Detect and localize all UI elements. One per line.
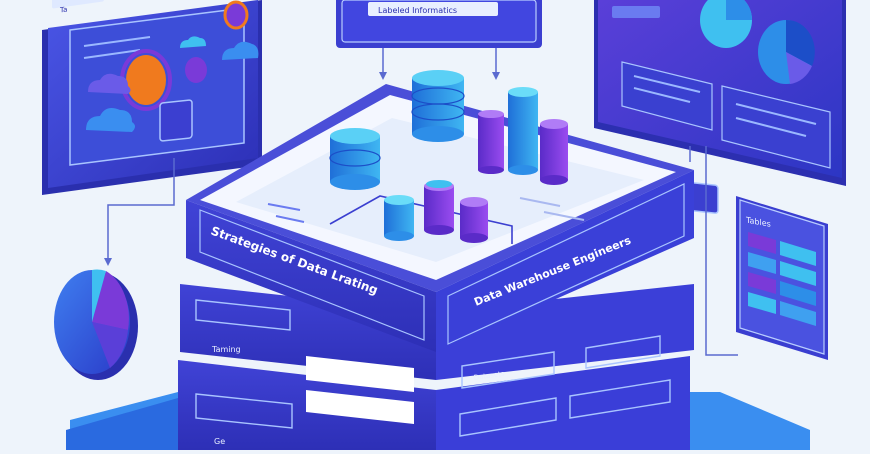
cloud-icon-2 bbox=[88, 73, 131, 94]
input-field-white bbox=[306, 390, 414, 424]
cloud-icon bbox=[86, 108, 135, 132]
small-badge-icon bbox=[223, 0, 249, 30]
cloud-icon-3 bbox=[222, 41, 259, 60]
purple-circle-icon bbox=[185, 57, 207, 83]
top-left-dashboard-panel: Ta bbox=[42, 0, 262, 195]
table-rows bbox=[748, 232, 816, 326]
left-panel-tab-text: Ta bbox=[59, 5, 67, 15]
purple-bar-small bbox=[424, 181, 454, 235]
bottom-left-label: Ge bbox=[214, 437, 225, 446]
database-icon bbox=[329, 128, 381, 190]
left-pie-disc bbox=[54, 269, 138, 380]
top-center-banner: Labeled Informatics bbox=[336, 0, 542, 80]
connector-left bbox=[104, 99, 193, 266]
purple-bar-small-2 bbox=[460, 197, 488, 243]
blue-bar bbox=[508, 87, 538, 175]
orange-circle-icon bbox=[126, 55, 166, 105]
input-field-white-2 bbox=[306, 356, 414, 392]
top-right-dashboard-panel bbox=[594, 0, 846, 186]
database-icon-2 bbox=[411, 70, 465, 142]
cloud-icon-4 bbox=[180, 36, 206, 48]
left-panel-tab bbox=[52, 0, 104, 9]
purple-bar bbox=[478, 110, 504, 174]
layer-label-left: Taming bbox=[211, 345, 241, 354]
blue-bar-small bbox=[384, 195, 414, 241]
database-cylinders bbox=[329, 70, 568, 243]
top-panel-label: Labeled Informatics bbox=[378, 6, 457, 15]
right-table-card: Tables bbox=[736, 196, 828, 360]
purple-bar-2 bbox=[540, 119, 568, 185]
blue-bar-small-2 bbox=[426, 180, 452, 188]
